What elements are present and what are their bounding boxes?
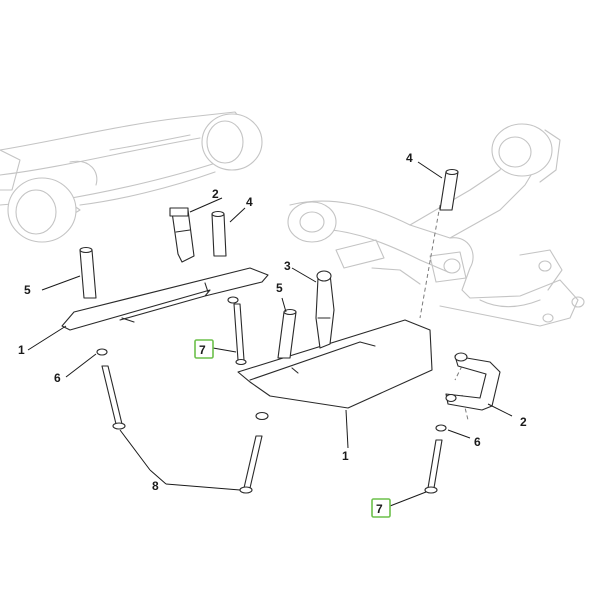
part-5-left-spacer: [79, 246, 97, 299]
part-1-right-plate: [237, 319, 433, 409]
leader-lines: [27, 161, 513, 507]
right-subframe-ghost: [287, 123, 585, 327]
part-4-left-spacer: [211, 210, 227, 257]
part-2-bracket-top: [169, 207, 195, 263]
callout-4-left: 4: [246, 195, 253, 209]
part-2-u-bracket: [445, 352, 501, 411]
part-4-right-spacer: [439, 168, 459, 211]
callout-7-right-highlight: 7: [371, 498, 391, 518]
callout-6-right: 6: [474, 435, 481, 449]
callout-7-left-highlight: 7: [194, 339, 214, 359]
part-8-bolt-left: [101, 365, 126, 430]
callout-1-left: 1: [18, 343, 25, 357]
part-5-mid-spacer: [277, 308, 297, 359]
callout-7-left: 7: [199, 343, 206, 357]
callout-6-left: 6: [54, 371, 61, 385]
callout-1-right: 1: [342, 449, 349, 463]
callout-3: 3: [284, 259, 291, 273]
part-3-hanger: [315, 270, 335, 349]
callout-5-mid: 5: [276, 281, 283, 295]
part-1-left-plate: [61, 267, 269, 331]
part-7-bolt-right: [424, 439, 443, 494]
callout-7-right: 7: [376, 502, 383, 516]
callout-8: 8: [152, 479, 159, 493]
alignment-lines: [419, 204, 469, 421]
part-6-washers: [96, 296, 447, 432]
left-crossmember-ghost: [0, 111, 263, 243]
callout-5-left: 5: [24, 283, 31, 297]
part-7-bolt-left: [233, 303, 247, 366]
part-8-bolt-right: [239, 435, 263, 494]
callout-4-right: 4: [406, 151, 413, 165]
callout-labels: 1 1 2 2 3 4 4 5 5 6 6 8: [18, 151, 527, 493]
callout-2-top: 2: [212, 187, 219, 201]
callout-2-right: 2: [520, 415, 527, 429]
